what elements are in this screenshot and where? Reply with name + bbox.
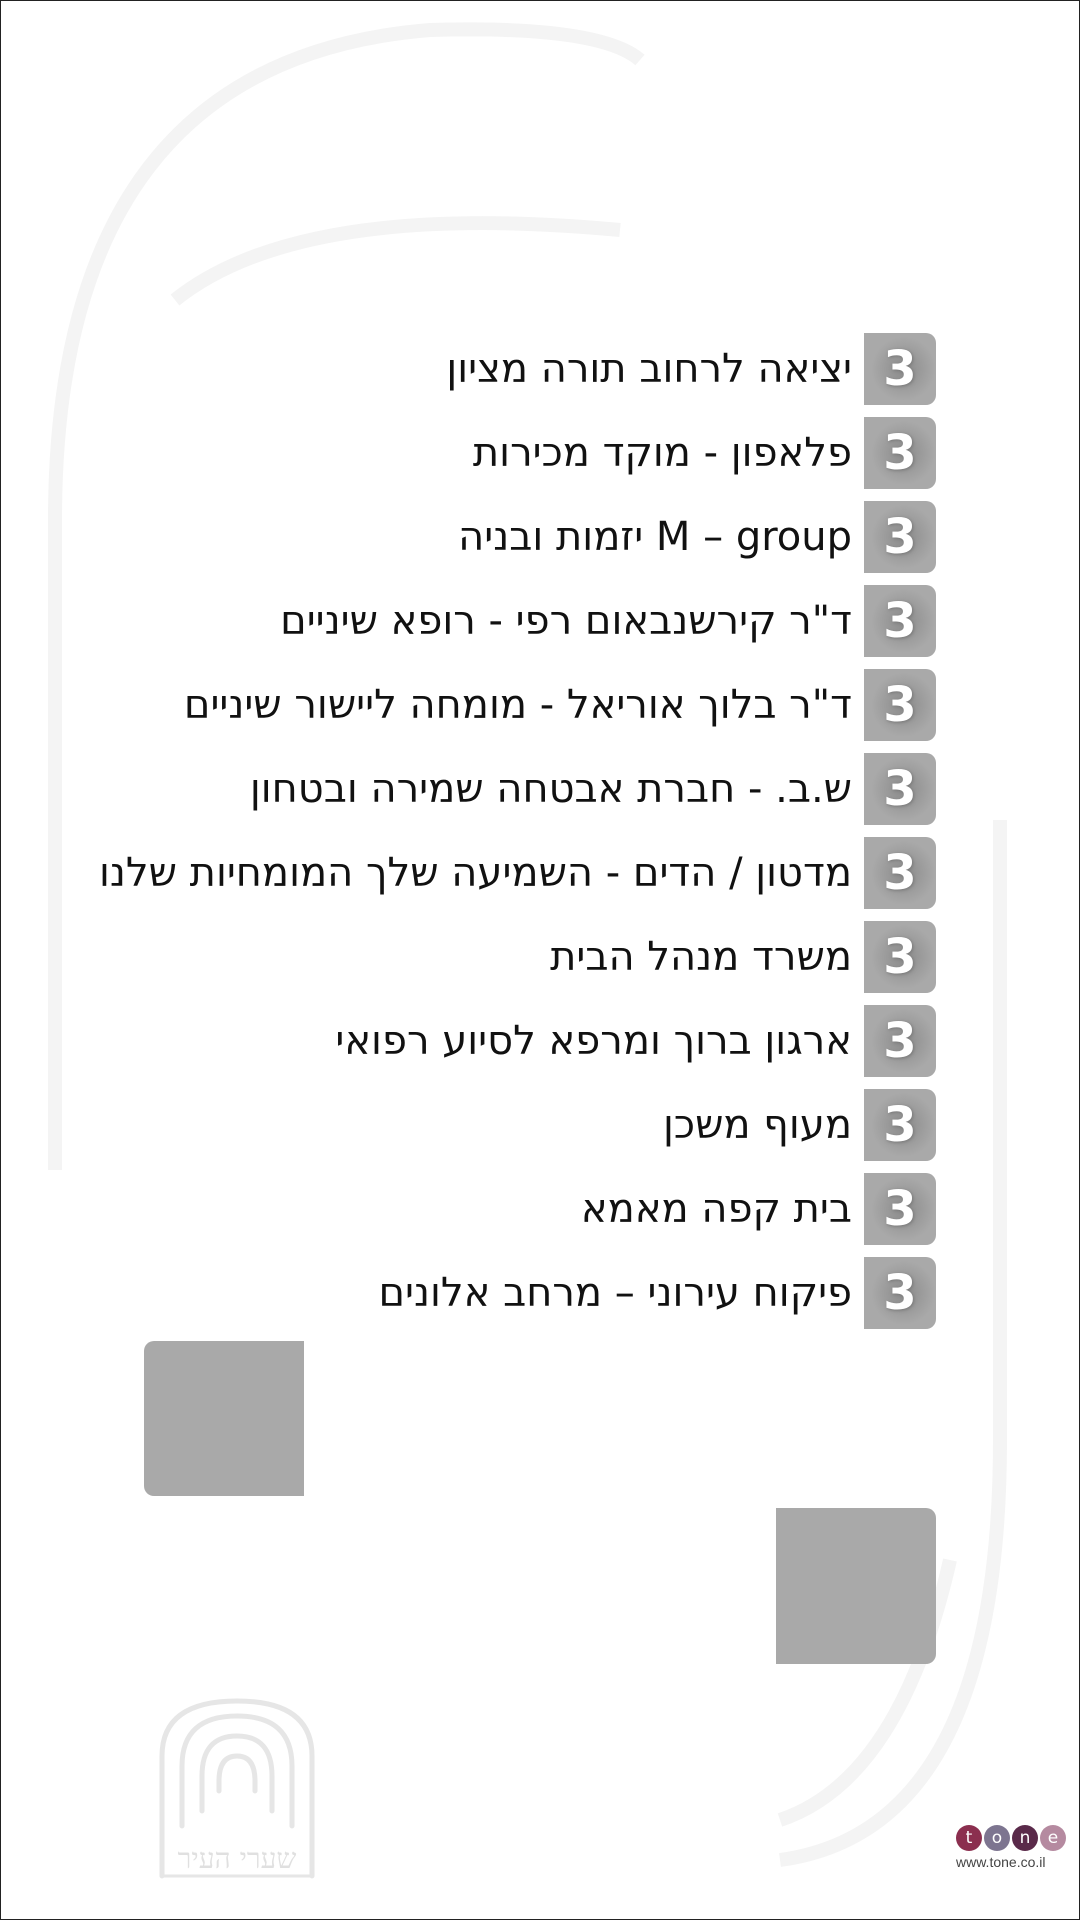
list-item[interactable]: 3 מדטון / הדים - השמיעה שלך המומחיות שלנ… xyxy=(99,837,936,909)
tone-url[interactable]: www.tone.co.il xyxy=(956,1854,1046,1870)
number-badge: 3 xyxy=(864,753,936,825)
list-item-label: פיקוח עירוני – מרחב אלונים xyxy=(378,1270,853,1316)
number-badge: 3 xyxy=(864,417,936,489)
list-item-label: משרד מנהל הבית xyxy=(550,934,852,980)
tone-letter-dot: o xyxy=(984,1825,1010,1851)
number-badge: 3 xyxy=(864,1005,936,1077)
list-item[interactable]: 3 בית קפה מאמא xyxy=(99,1173,936,1245)
list-item-label: ארגון ברוך ומרפא לסיוע רפואי xyxy=(335,1018,852,1064)
number-badge: 3 xyxy=(864,669,936,741)
list-item[interactable]: 3 ש.ב. - חברת אבטחה שמירה ובטחון xyxy=(99,753,936,825)
list-item-label: מעוף משכן xyxy=(663,1102,852,1148)
list-item-label: יציאה לרחוב תורה מציון xyxy=(446,346,852,392)
list-item[interactable]: 3 מעוף משכן xyxy=(99,1089,936,1161)
list-item-label: מדטון / הדים - השמיעה שלך המומחיות שלנו xyxy=(98,850,852,896)
list-item[interactable]: 3 משרד מנהל הבית xyxy=(99,921,936,993)
list-item-label: M – group יזמות ובניה xyxy=(458,514,852,560)
shaarei-hair-logo: שערי העיר xyxy=(159,1698,315,1879)
number-badge: 3 xyxy=(864,837,936,909)
number-badge: 3 xyxy=(864,1089,936,1161)
list-item[interactable]: 3 פלאפון - מוקד מכירות xyxy=(99,417,936,489)
list-item[interactable]: 3 M – group יזמות ובניה xyxy=(99,501,936,573)
tone-letter-dot: n xyxy=(1012,1825,1038,1851)
list-item[interactable]: 3 ד"ר קירשנבאום רפי - רופא שיניים xyxy=(99,585,936,657)
number-badge: 3 xyxy=(864,585,936,657)
number-badge: 3 xyxy=(864,1173,936,1245)
placeholder-square-left xyxy=(144,1341,304,1496)
number-badge: 3 xyxy=(864,1257,936,1329)
list-item-label: ש.ב. - חברת אבטחה שמירה ובטחון xyxy=(249,766,852,812)
list-item-label: ד"ר קירשנבאום רפי - רופא שיניים xyxy=(280,598,852,644)
number-badge: 3 xyxy=(864,921,936,993)
placeholder-square-right xyxy=(776,1508,936,1664)
list-item-label: פלאפון - מוקד מכירות xyxy=(472,430,852,476)
list-item-label: ד"ר בלוך אוריאל - מומחה ליישור שיניים xyxy=(183,682,852,728)
list-item[interactable]: 3 ארגון ברוך ומרפא לסיוע רפואי xyxy=(99,1005,936,1077)
tone-letter-dot: e xyxy=(1040,1825,1066,1851)
list-item[interactable]: 3 פיקוח עירוני – מרחב אלונים xyxy=(99,1257,936,1329)
number-badge: 3 xyxy=(864,501,936,573)
list-item[interactable]: 3 יציאה לרחוב תורה מציון xyxy=(99,333,936,405)
list-item[interactable]: 3 ד"ר בלוך אוריאל - מומחה ליישור שיניים xyxy=(99,669,936,741)
svg-text:שערי העיר: שערי העיר xyxy=(178,1842,297,1875)
tone-letter-dot: t xyxy=(956,1825,982,1851)
list-item-label: בית קפה מאמא xyxy=(580,1186,852,1232)
number-badge: 3 xyxy=(864,333,936,405)
